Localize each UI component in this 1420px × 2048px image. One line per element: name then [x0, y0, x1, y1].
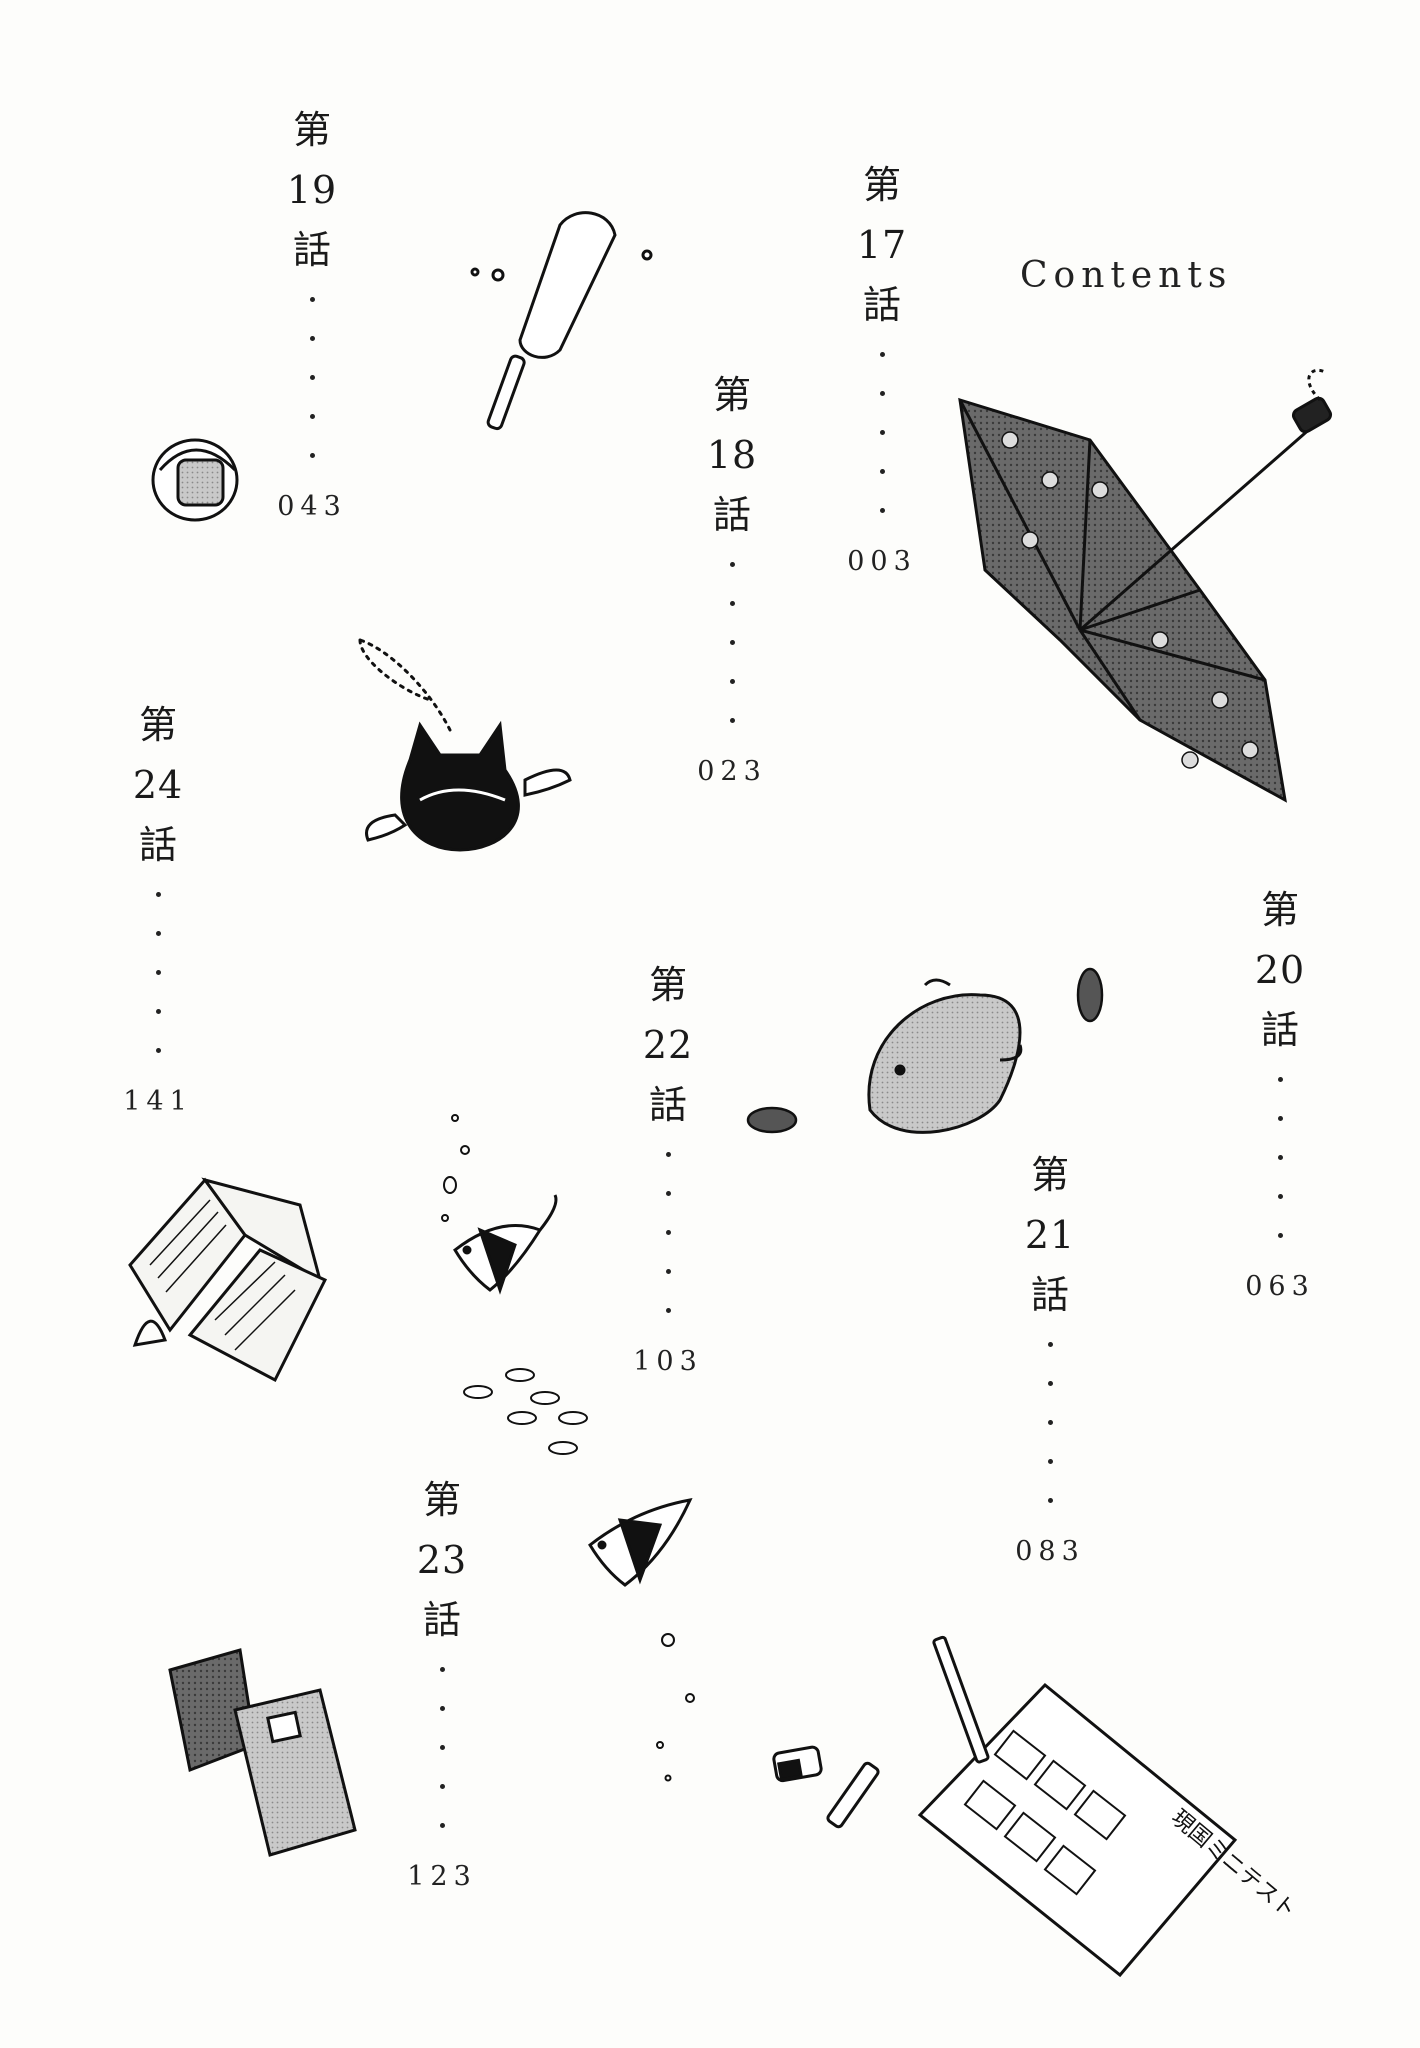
leader-dots [665, 1135, 671, 1330]
leader-dots [879, 335, 885, 530]
glue-tube-icon [826, 1761, 880, 1829]
contents-title: Contents [1020, 255, 1233, 296]
umbrella-icon [958, 368, 1333, 803]
chapter-23-entry[interactable]: 第 23 話 123 [402, 1470, 482, 1892]
chapter-20-entry[interactable]: 第 20 話 063 [1240, 880, 1320, 1302]
chapter-number: 19 [286, 168, 338, 212]
chapter-22-entry[interactable]: 第 22 話 103 [628, 955, 708, 1377]
chapter-page-number: 141 [123, 1086, 193, 1117]
chapter-prefix: 第 [712, 373, 751, 417]
chapter-17-entry[interactable]: 第 17 話 003 [842, 155, 922, 577]
chapter-prefix: 第 [1030, 1153, 1069, 1197]
chapter-number: 23 [416, 1538, 468, 1582]
chapter-prefix: 第 [292, 108, 331, 152]
chapter-page-number: 023 [697, 756, 767, 787]
popsicle-icon [470, 211, 653, 431]
chapter-number: 24 [132, 763, 184, 807]
chapter-prefix: 第 [422, 1478, 461, 1522]
chapter-21-entry[interactable]: 第 21 話 083 [1010, 1145, 1090, 1567]
chapter-number: 21 [1024, 1213, 1076, 1257]
eraser-icon [772, 1745, 823, 1783]
leader-dots [1277, 1060, 1283, 1255]
bubbles-decoration [441, 1114, 695, 1782]
cat-coin-purse-icon [358, 638, 572, 852]
chapter-suffix: 話 [712, 493, 751, 537]
leader-dots [155, 875, 161, 1070]
chapter-page-number: 043 [277, 491, 347, 522]
chapter-suffix: 話 [422, 1598, 461, 1642]
chapter-page-number: 123 [407, 1861, 477, 1892]
chapter-suffix: 話 [862, 283, 901, 327]
chapter-page-number: 083 [1015, 1536, 1085, 1567]
sunflower-seed-icon [746, 967, 1104, 1134]
chapter-19-entry[interactable]: 第 19 話 043 [272, 100, 352, 522]
leader-dots [729, 545, 735, 740]
chapter-suffix: 話 [292, 228, 331, 272]
chapter-page-number: 003 [847, 546, 917, 577]
chapter-suffix: 話 [138, 823, 177, 867]
chapter-prefix: 第 [1260, 888, 1299, 932]
angelfish-icon [588, 1498, 693, 1587]
open-book-icon [128, 1177, 328, 1383]
chapter-prefix: 第 [862, 163, 901, 207]
chapter-suffix: 話 [1260, 1008, 1299, 1052]
chapter-prefix: 第 [138, 703, 177, 747]
chapter-number: 17 [856, 223, 908, 267]
fish-school-icon [463, 1368, 588, 1455]
chapter-page-number: 103 [633, 1346, 703, 1377]
chapter-number: 20 [1254, 948, 1306, 992]
chapter-suffix: 話 [1030, 1273, 1069, 1317]
pencil-icon [932, 1635, 990, 1764]
chapter-suffix: 話 [648, 1083, 687, 1127]
leader-dots [1047, 1325, 1053, 1520]
chapter-number: 18 [706, 433, 758, 477]
notebook-icon [168, 1648, 357, 1857]
chapter-page-number: 063 [1245, 1271, 1315, 1302]
leader-dots [439, 1650, 445, 1845]
leader-dots [309, 280, 315, 475]
shell-keychain-icon [151, 438, 239, 522]
chapter-prefix: 第 [648, 963, 687, 1007]
chapter-24-entry[interactable]: 第 24 話 141 [118, 695, 198, 1117]
chapter-number: 22 [642, 1023, 694, 1067]
angelfish-icon [453, 1194, 558, 1295]
chapter-18-entry[interactable]: 第 18 話 023 [692, 365, 772, 787]
hamster-icon [867, 978, 1023, 1134]
